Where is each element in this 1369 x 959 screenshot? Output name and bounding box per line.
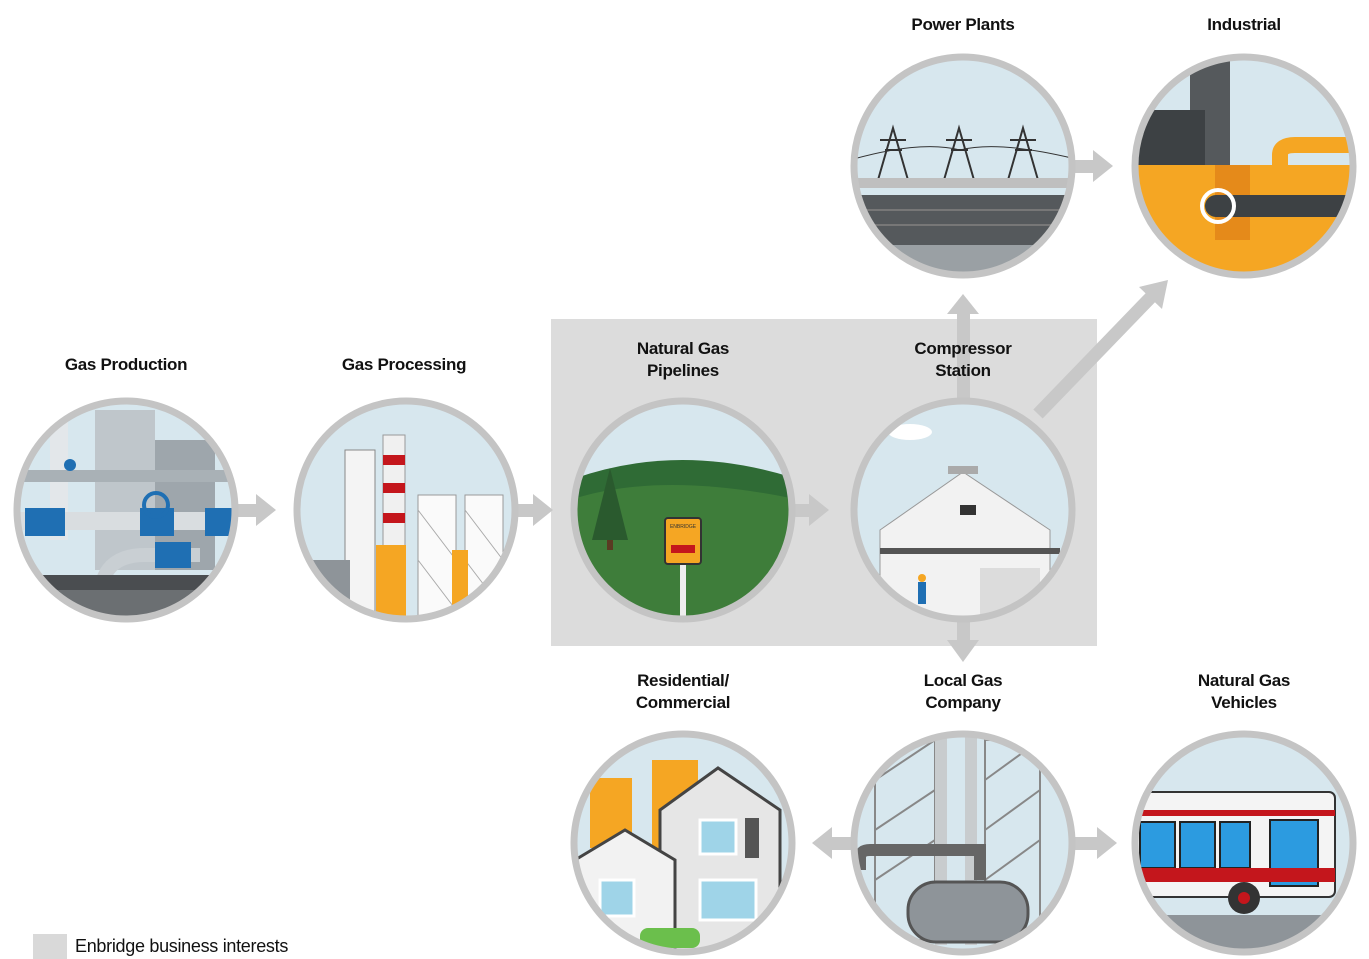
label-residential: Residential/ Commercial [593, 670, 773, 714]
legend-label: Enbridge business interests [75, 936, 289, 956]
residential-illustration [574, 734, 792, 952]
label-compressor-line2: Station [935, 361, 991, 380]
label-local-gas-line2: Company [925, 693, 1001, 712]
label-gas-production-text: Gas Production [64, 355, 188, 374]
label-industrial-text: Industrial [1207, 15, 1281, 34]
gas-processing-illustration [297, 401, 515, 619]
local-gas-illustration [854, 734, 1072, 952]
label-compressor-line1: Compressor [914, 339, 1012, 358]
pipelines-ring [570, 397, 796, 623]
label-pipelines-line2: Pipelines [647, 361, 719, 380]
arrow-pipelines-to-compressor [795, 494, 829, 526]
vehicles-illustration [1135, 734, 1353, 952]
pipelines-illustration: ENBRIDGE [574, 401, 792, 619]
label-local-gas-line1: Local Gas [923, 671, 1003, 690]
flow-arrows [238, 150, 1168, 859]
label-compressor: Compressor Station [873, 338, 1053, 382]
label-gas-processing-text: Gas Processing [341, 355, 467, 374]
arrow-compressor-to-power-plants [947, 294, 979, 398]
residential-ring [570, 730, 796, 956]
label-vehicles-line1: Natural Gas [1197, 671, 1291, 690]
industrial-illustration [1135, 57, 1353, 275]
label-residential-line1: Residential/ [637, 671, 729, 690]
arrow-powerplants-to-industrial [1075, 150, 1113, 182]
compressor-ring [850, 397, 1076, 623]
gas-production-illustration [17, 401, 235, 619]
vehicles-ring [1131, 730, 1357, 956]
label-power-plants: Power Plants [873, 14, 1053, 36]
arrow-compressor-to-local-gas [947, 620, 979, 662]
arrow-production-to-processing [238, 494, 276, 526]
label-pipelines: Natural Gas Pipelines [593, 338, 773, 382]
arrow-processing-to-pipelines [517, 494, 553, 526]
arrow-local-to-residential [812, 827, 854, 859]
pipeline-sign-text: ENBRIDGE [670, 524, 697, 530]
industrial-ring [1131, 53, 1357, 279]
gas-production-ring [13, 397, 239, 623]
label-residential-line2: Commercial [635, 693, 731, 712]
label-vehicles-line2: Vehicles [1211, 693, 1277, 712]
power-plants-ring [850, 53, 1076, 279]
label-industrial: Industrial [1154, 14, 1334, 36]
legend-swatch [33, 934, 67, 959]
local-gas-ring [850, 730, 1076, 956]
power-plants-illustration [854, 57, 1072, 275]
label-gas-production: Gas Production [36, 354, 216, 376]
arrow-local-to-vehicles [1075, 827, 1117, 859]
label-power-plants-text: Power Plants [911, 15, 1015, 34]
gas-processing-ring [293, 397, 519, 623]
label-local-gas: Local Gas Company [873, 670, 1053, 714]
label-pipelines-line1: Natural Gas [636, 339, 730, 358]
label-gas-processing: Gas Processing [314, 354, 494, 376]
compressor-illustration [854, 401, 1072, 619]
label-vehicles: Natural Gas Vehicles [1154, 670, 1334, 714]
arrow-compressor-to-industrial [1033, 280, 1168, 419]
